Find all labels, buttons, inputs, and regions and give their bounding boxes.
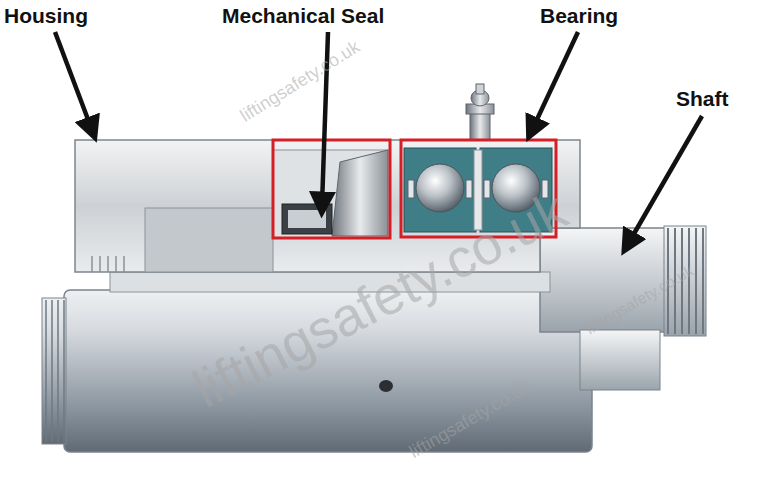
part-label: Mechanical Seal	[222, 3, 384, 28]
part-label: Housing	[4, 3, 88, 28]
part-label: Bearing	[540, 3, 618, 28]
part-label: Shaft	[676, 86, 729, 111]
watermark: liftingsafety.co.uk	[237, 37, 363, 126]
